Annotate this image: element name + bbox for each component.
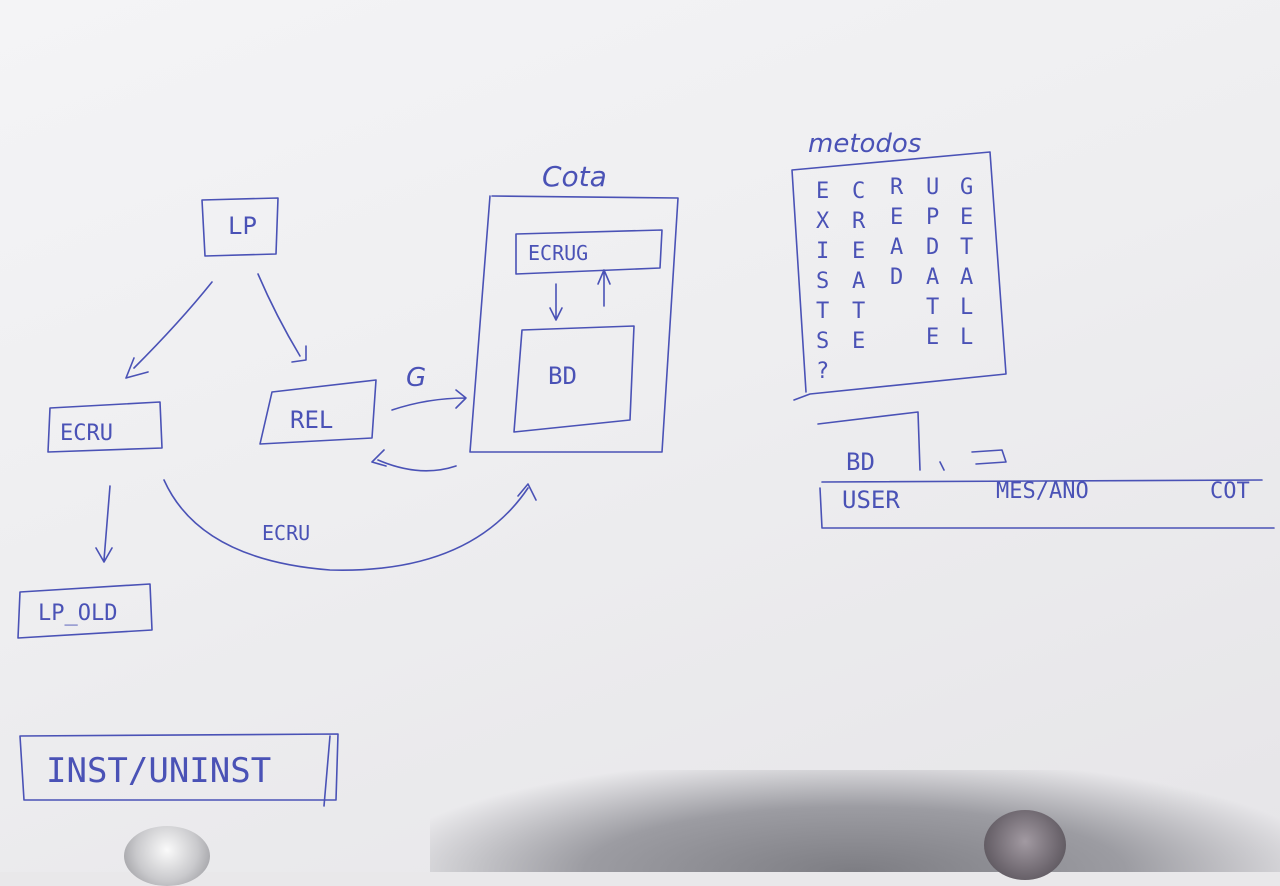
node-bd-inner-box — [513, 325, 635, 433]
node-bd-outer-label: BD — [846, 448, 875, 476]
node-ecru-label: ECRU — [60, 421, 113, 446]
arrow-lp-to-ecru — [125, 281, 213, 379]
node-ecrug-box — [515, 229, 663, 275]
method-letter: A — [890, 235, 903, 260]
crossed-out-mark — [971, 449, 1007, 465]
arrow-ecru-to-lp-old — [95, 485, 113, 563]
bd-col-mes-ano: MES/ANO — [996, 479, 1089, 504]
method-letter: C — [852, 179, 865, 204]
node-ecrug-label: ECRUG — [528, 241, 588, 265]
group-cota: Cota ECRUG BD — [469, 160, 679, 453]
method-letter: T — [852, 299, 865, 324]
method-letter: S — [816, 329, 829, 354]
method-letter: E — [960, 205, 973, 230]
node-inst-label: INST/UNINST — [46, 751, 271, 791]
arrow-rel-to-cota — [391, 389, 467, 411]
method-letter: L — [960, 325, 973, 350]
method-letter: ? — [816, 359, 829, 384]
method-letter: R — [890, 175, 904, 200]
bd-col-cot: COT — [1210, 479, 1250, 504]
node-lp-old: LP_OLD — [17, 583, 153, 639]
node-rel-label: REL — [290, 406, 333, 434]
group-bd-table: BD USER MES/ANO COT — [817, 411, 1275, 529]
node-lp: LP — [201, 197, 279, 257]
method-letter: E — [852, 239, 865, 264]
method-letter: T — [926, 295, 939, 320]
node-ecru: ECRU — [47, 401, 163, 453]
method-letter: X — [816, 209, 830, 234]
method-letter: P — [926, 205, 939, 230]
method-letter: E — [852, 329, 865, 354]
arrow-lp-to-rel — [257, 273, 307, 363]
bd-col-user: USER — [842, 486, 900, 514]
label-ecru-arrow: ECRU — [262, 521, 310, 545]
bd-table-frame — [819, 479, 1275, 529]
arrow-cota-to-rel — [371, 449, 457, 472]
punch-hole-right — [984, 810, 1066, 880]
node-rel: REL — [259, 379, 377, 445]
method-letter: E — [816, 179, 829, 204]
method-letter: A — [960, 265, 973, 290]
node-inst: INST/UNINST — [19, 733, 339, 807]
label-cota: Cota — [542, 160, 607, 193]
method-letter: A — [926, 265, 939, 290]
node-lp-label: LP — [228, 212, 257, 240]
arrow-bd-to-ecrug — [597, 269, 611, 307]
method-letter: S — [816, 269, 829, 294]
method-letter: L — [960, 295, 973, 320]
method-letter: A — [852, 269, 865, 294]
method-letter: E — [890, 205, 903, 230]
method-letter: G — [960, 175, 973, 200]
method-letter: R — [852, 209, 866, 234]
node-bd-inner-label: BD — [548, 362, 577, 390]
method-letter: T — [960, 235, 973, 260]
method-letter: E — [926, 325, 939, 350]
method-letter: D — [890, 265, 903, 290]
hand-shadow — [430, 770, 1280, 872]
method-letter: U — [926, 175, 939, 200]
label-metodos: metodos — [808, 129, 921, 159]
arrow-ecru-to-cota — [163, 479, 537, 571]
arrow-ecrug-to-bd — [549, 283, 563, 321]
label-g-arrow: G — [406, 363, 426, 393]
method-letter: I — [816, 239, 829, 264]
method-letter: T — [816, 299, 829, 324]
method-letter: D — [926, 235, 939, 260]
node-lp-old-label: LP_OLD — [38, 601, 117, 626]
